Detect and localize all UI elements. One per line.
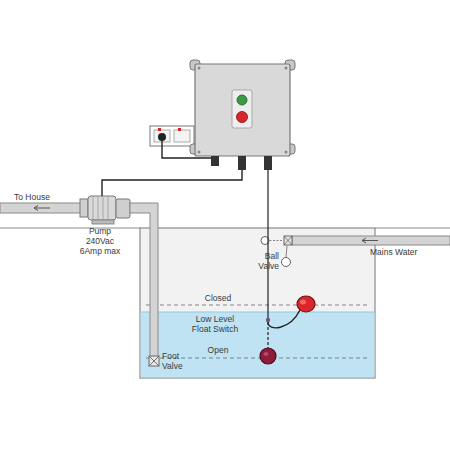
house-pipe	[0, 203, 82, 213]
pump-cable	[102, 170, 242, 196]
tank	[140, 228, 375, 378]
ground-line	[0, 228, 140, 229]
water-surface	[140, 312, 375, 313]
part-label: Low Level Float Switch	[186, 314, 244, 334]
part-label: Closed	[196, 293, 240, 303]
pump	[80, 196, 130, 224]
float-switch	[297, 296, 315, 312]
float-cable	[267, 170, 268, 318]
power-outlet	[150, 126, 194, 146]
float-cable	[268, 310, 300, 328]
part-label: Open	[196, 345, 240, 355]
part-label: Pump 240Vac 6Amp max	[79, 226, 121, 257]
part-label: Foot Valve	[162, 351, 192, 371]
suction-pipe	[130, 203, 158, 362]
float-switch	[260, 348, 276, 364]
closed-level-line	[146, 305, 370, 306]
foot-valve	[149, 356, 159, 366]
control-box	[190, 60, 295, 170]
float-cable	[267, 322, 268, 348]
flow-arrow	[34, 206, 50, 211]
part-label: Ball Valve	[245, 251, 279, 271]
mains-pipe	[292, 236, 450, 245]
flow-arrow	[362, 238, 378, 243]
open-level-line	[146, 358, 370, 359]
water	[141, 312, 375, 377]
part-label: Mains Water	[370, 247, 440, 257]
cable-weight	[266, 318, 270, 322]
ground-line	[375, 228, 450, 229]
part-label: To House	[14, 192, 64, 202]
